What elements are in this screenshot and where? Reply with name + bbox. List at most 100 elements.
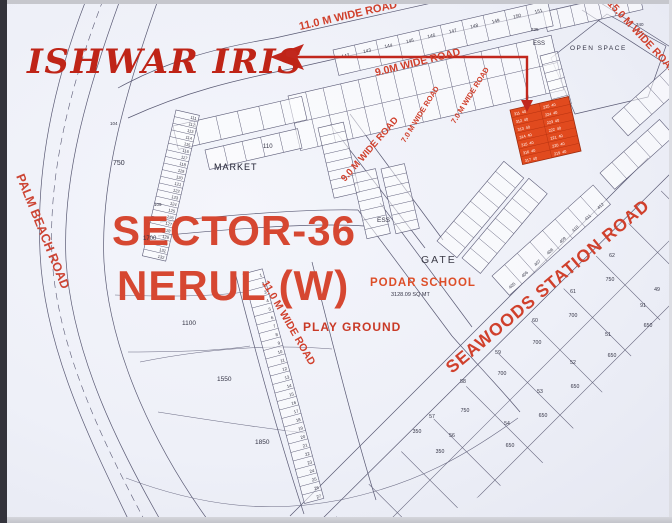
area-110-label: 110 (263, 144, 273, 150)
plot-number: 132 (157, 254, 165, 261)
highlight-plot-id: 220 (552, 143, 559, 148)
play-ground-label: PLAY GROUND (303, 320, 401, 334)
diamond-plot-number: 650 (644, 323, 653, 329)
plot-strip-gate-ne-a (436, 160, 525, 259)
plot-strip-openspace-w (539, 50, 572, 109)
diamond-plot-number: 650 (506, 443, 515, 449)
plot-divider (610, 0, 616, 16)
plot-divider (153, 209, 177, 216)
plot-divider (461, 20, 468, 46)
plot-divider (174, 116, 198, 123)
plot-divider (549, 85, 567, 91)
plot-divider (393, 218, 418, 225)
plot-number: 143 (363, 47, 372, 55)
plot-number: 115 (184, 141, 192, 148)
plot-divider (482, 15, 490, 41)
highlight-divider (520, 143, 580, 158)
plot-number: 21 (302, 442, 309, 448)
plot-number: 124 (169, 201, 177, 208)
ess-mid-label: ESS (377, 217, 391, 224)
plot-divider (567, 207, 586, 228)
plot-divider (247, 285, 267, 292)
plot-number: 116 (182, 148, 190, 155)
plot-divider (293, 455, 313, 462)
plot-divider (169, 136, 194, 143)
diamond-plot-number: 53 (537, 389, 543, 395)
plot-strip-openspace-se (599, 119, 672, 190)
diamond-plot-number: 700 (533, 340, 542, 346)
plot-divider (580, 196, 598, 216)
plot-divider (326, 157, 352, 164)
arrow-head-left-icon (270, 44, 304, 70)
plot-divider (486, 227, 506, 244)
mid-road-line-a (159, 209, 359, 223)
plot-divider (146, 235, 171, 242)
plot-number: 8 (275, 332, 279, 338)
highlight-divider (511, 104, 571, 119)
plot-number: 14 (286, 383, 293, 389)
diamond-grid-line (351, 180, 672, 523)
plot-divider (356, 186, 380, 193)
plot-strip-outline (599, 119, 672, 190)
highlight-plot-number: 31440 (519, 133, 532, 140)
plot-divider (283, 421, 304, 428)
highlight-plot-size: 40 (551, 103, 556, 108)
highlight-plot-id: 311 (514, 111, 521, 116)
plot-divider (478, 237, 498, 254)
plot-number: 118 (179, 161, 187, 168)
plot-divider (556, 8, 562, 29)
plot-divider (470, 247, 489, 264)
plot-number: 126 (166, 214, 174, 221)
plot-divider (168, 142, 192, 149)
plot-number: 7 (273, 323, 277, 329)
area-104-label: 104 (110, 121, 118, 126)
highlight-plot-number: 22440 (545, 111, 558, 118)
highlight-divider (518, 135, 578, 150)
plot-number: 119 (177, 168, 185, 175)
plot-number: 121 (174, 181, 182, 188)
eleven-m-mid-road-line-b (311, 261, 377, 501)
highlight-plot-id: 222 (548, 128, 555, 133)
plot-divider (354, 177, 378, 184)
diamond-plot-number: 750 (461, 408, 470, 414)
road-label-11m-top: 11.0 M WIDE ROAD (298, 0, 398, 33)
diamond-plot-number: 49 (654, 287, 660, 293)
highlight-plot-size: 40 (525, 125, 530, 130)
plot-divider (256, 319, 277, 326)
plot-divider (157, 189, 182, 196)
plot-divider (149, 222, 174, 229)
plot-divider (288, 438, 308, 445)
scan-edge-bottom (0, 517, 672, 523)
gate-label: GATE (421, 254, 457, 266)
plot-divider (281, 413, 302, 419)
plot-number: 5 (268, 306, 272, 312)
diamond-plot-number: 56 (449, 433, 455, 439)
plot-number: 19 (298, 425, 305, 431)
highlight-plot-id: 316 (523, 150, 530, 155)
plot-number: 3 (263, 289, 267, 295)
plot-divider (478, 191, 499, 209)
highlighted-plot-block: 3114022540312402244031340223403144022240… (509, 96, 582, 166)
plot-number: 131 (159, 247, 167, 254)
plot-divider (162, 169, 186, 176)
highlight-plot-size: 40 (524, 117, 529, 122)
highlight-divider (513, 111, 573, 126)
plot-number: 144 (384, 43, 393, 51)
plot-divider (294, 62, 558, 124)
plot-divider (299, 481, 320, 487)
plot-number: 6 (270, 315, 274, 321)
plot-divider (267, 362, 288, 368)
plot-divider (215, 116, 222, 140)
plot-divider (254, 311, 274, 317)
plot-number: 23 (307, 459, 314, 465)
plot-divider (297, 472, 318, 479)
highlight-plot-number: 22140 (550, 134, 563, 141)
plot-number: 113 (187, 128, 195, 135)
plot-divider (145, 242, 169, 249)
highlight-plot-size: 40 (558, 134, 563, 139)
scan-edge-right (669, 0, 672, 523)
plot-divider (165, 156, 189, 162)
plot-divider (237, 111, 243, 135)
highlight-plot-number: 21940 (554, 150, 567, 157)
